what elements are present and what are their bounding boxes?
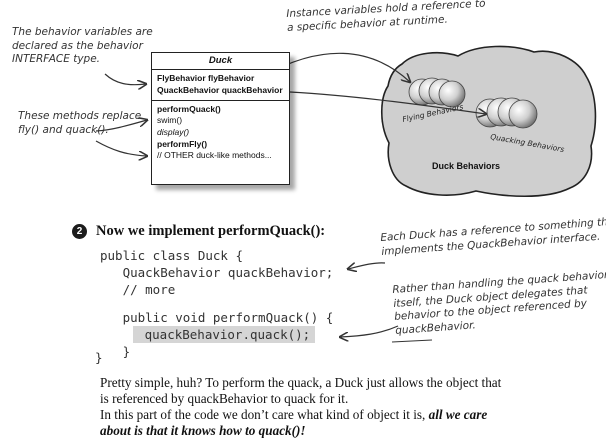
- duck-behaviors-title: Duck Behaviors: [432, 161, 500, 171]
- method-swim: swim(): [157, 115, 183, 126]
- interface-arrow: [104, 73, 146, 85]
- quack-behavior-var: QuackBehavior quackBehavior: [157, 84, 283, 95]
- code-line-1: public class Duck {: [100, 248, 243, 263]
- class-name: Duck: [152, 53, 289, 71]
- behavior-vars-annotation: The behavior variables are declared as t…: [12, 26, 153, 66]
- code-line-6: }: [100, 344, 131, 359]
- code-highlight: [133, 326, 315, 343]
- body-line-1: Pretty simple, huh? To perform the quack…: [100, 375, 502, 390]
- duck-diagram: Flying Behaviors Quacking Behaviors Duck…: [95, 45, 597, 198]
- each-duck-annotation: Each Duck has a reference to something t…: [380, 215, 606, 258]
- method-other: // OTHER duck-like methods...: [157, 150, 272, 161]
- code-line-7: }: [95, 350, 103, 365]
- code-line-4: public void performQuack() {: [100, 310, 334, 325]
- methods-arrow-top: [95, 120, 147, 132]
- methods-arrow-bottom: [95, 140, 147, 156]
- body-line-3: In this part of the code we don’t care w…: [100, 407, 488, 422]
- flying-behaviors-group: [408, 77, 466, 108]
- section-heading: 2 Now we implement performQuack():: [72, 223, 325, 240]
- body-line-4: about is that it knows how to quack()!: [100, 423, 306, 438]
- quack-var-arrow: [289, 91, 486, 114]
- method-perform-fly: performFly(): [157, 138, 208, 149]
- code-line-3: // more: [100, 282, 176, 297]
- fly-behavior-var: FlyBehavior flyBehavior: [157, 73, 255, 84]
- body-line-2: is referenced by quackBehavior to quack …: [100, 391, 349, 406]
- class-methods: performQuack() swim() display() performF…: [152, 101, 289, 166]
- section-title: Now we implement performQuack():: [96, 223, 326, 239]
- method-display: display(): [157, 126, 190, 137]
- code-line-2: QuackBehavior quackBehavior;: [100, 265, 334, 280]
- methods-replace-annotation: These methods replace fly() and quack().: [18, 110, 142, 136]
- method-perform-quack: performQuack(): [157, 103, 221, 114]
- delegates-annotation: Rather than handling the quack behavior …: [392, 268, 606, 337]
- code-line-5: quackBehavior.quack();: [107, 327, 311, 342]
- duck-class-box: Duck FlyBehavior flyBehavior QuackBehavi…: [151, 52, 290, 185]
- quacking-behaviors-group: [475, 97, 538, 129]
- class-variables: FlyBehavior flyBehavior QuackBehavior qu…: [152, 70, 289, 101]
- section-number-badge: 2: [72, 224, 87, 239]
